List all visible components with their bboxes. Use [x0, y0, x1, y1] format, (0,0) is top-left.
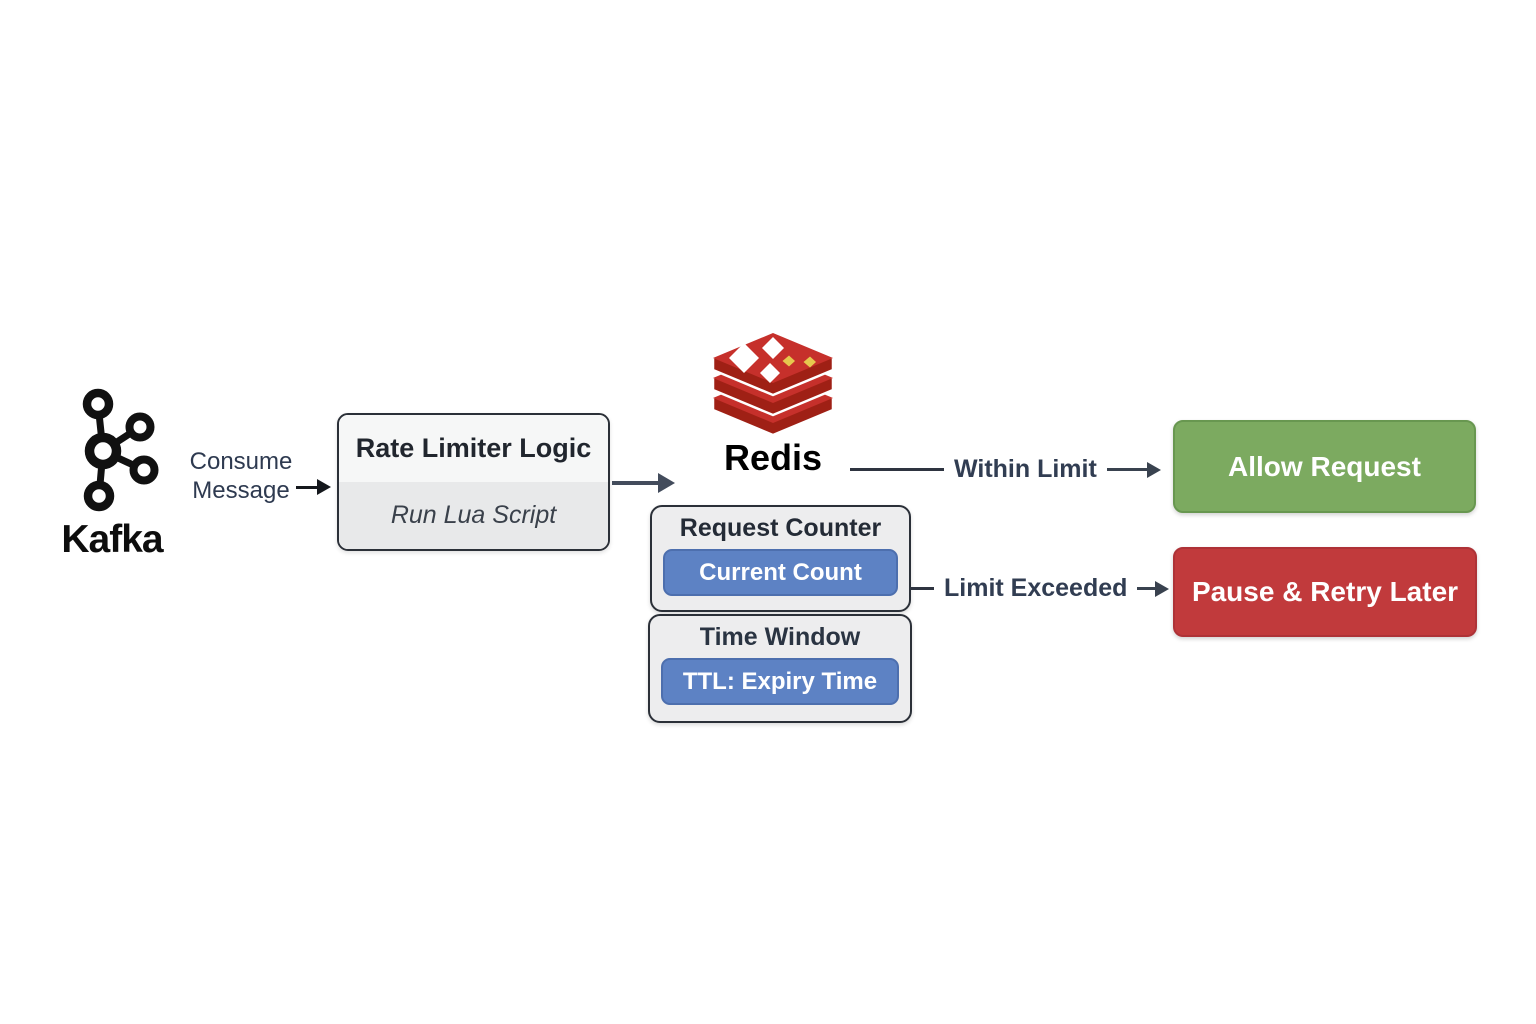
time-window-node: Time Window TTL: Expiry Time — [648, 614, 912, 723]
redis-label: Redis — [723, 437, 823, 478]
arrow-head — [1146, 461, 1161, 478]
edge-label-within-limit: Within Limit — [954, 455, 1097, 483]
time-window-title: Time Window — [699, 623, 861, 651]
request-counter-title: Request Counter — [679, 514, 882, 542]
redis-logo-icon — [711, 333, 835, 435]
rate-limiter-subtitle: Run Lua Script — [339, 482, 608, 549]
pause-retry-node: Pause & Retry Later — [1173, 547, 1477, 637]
rate-limiter-title: Rate Limiter Logic — [339, 415, 608, 482]
rate-limiter-node: Rate Limiter Logic Run Lua Script — [337, 413, 610, 551]
edge-within-limit: Within Limit — [850, 455, 1161, 484]
rate-limiter-to-redis-arrow-icon — [612, 473, 675, 493]
current-count-chip: Current Count — [663, 549, 898, 596]
arrow-head — [658, 473, 675, 493]
kafka-logo-icon — [82, 388, 159, 512]
edge-label-consume-message: Consume Message — [189, 448, 293, 504]
ttl-expiry-chip: TTL: Expiry Time — [661, 658, 899, 705]
allow-request-node: Allow Request — [1173, 420, 1476, 513]
kafka-label: Kafka — [61, 518, 163, 561]
arrow-head — [317, 479, 331, 495]
arrow-head — [1155, 580, 1170, 597]
request-counter-node: Request Counter Current Count — [650, 505, 911, 612]
edge-limit-exceeded: Limit Exceeded — [910, 574, 1170, 603]
consume-arrow-icon — [296, 479, 331, 495]
edge-label-limit-exceeded: Limit Exceeded — [944, 574, 1128, 602]
